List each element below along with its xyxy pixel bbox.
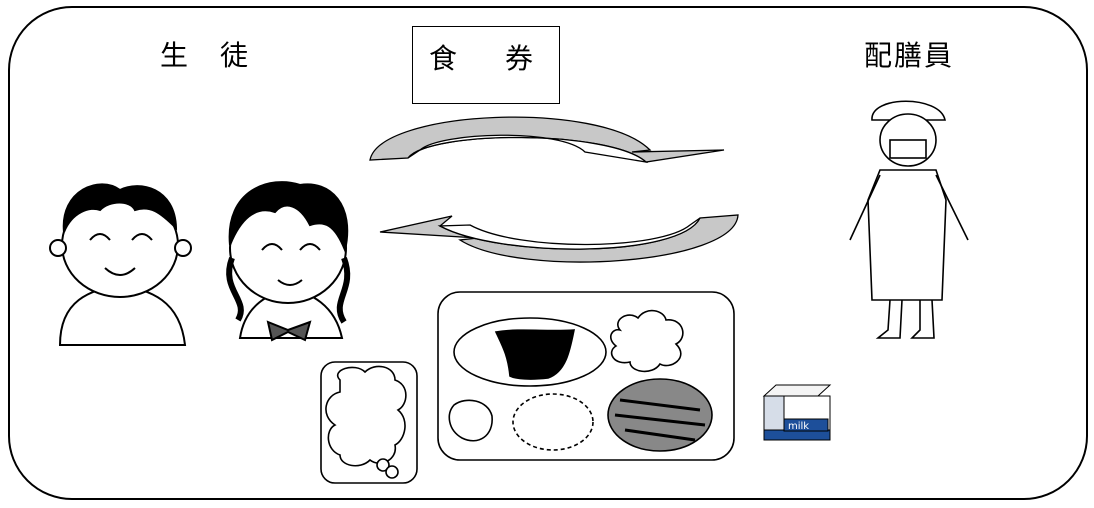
meal-ticket-label: 食 券 [428,42,543,75]
server-icon [849,100,969,339]
bread-icon [320,361,418,484]
meal-tray-icon [437,291,735,461]
cycle-arrow-icon-bottom [379,214,739,263]
milk-carton-icon: milk [762,384,832,441]
meal-ticket-box: 食 券 [412,26,560,104]
server-label: 配膳員 [864,39,955,72]
boy-icon [49,183,192,346]
girl-icon [226,181,351,342]
students-label: 生 徒 [160,39,251,72]
milk-label: milk [788,421,809,432]
cycle-arrow-icon-top [369,116,725,164]
diagram-frame [8,6,1088,500]
